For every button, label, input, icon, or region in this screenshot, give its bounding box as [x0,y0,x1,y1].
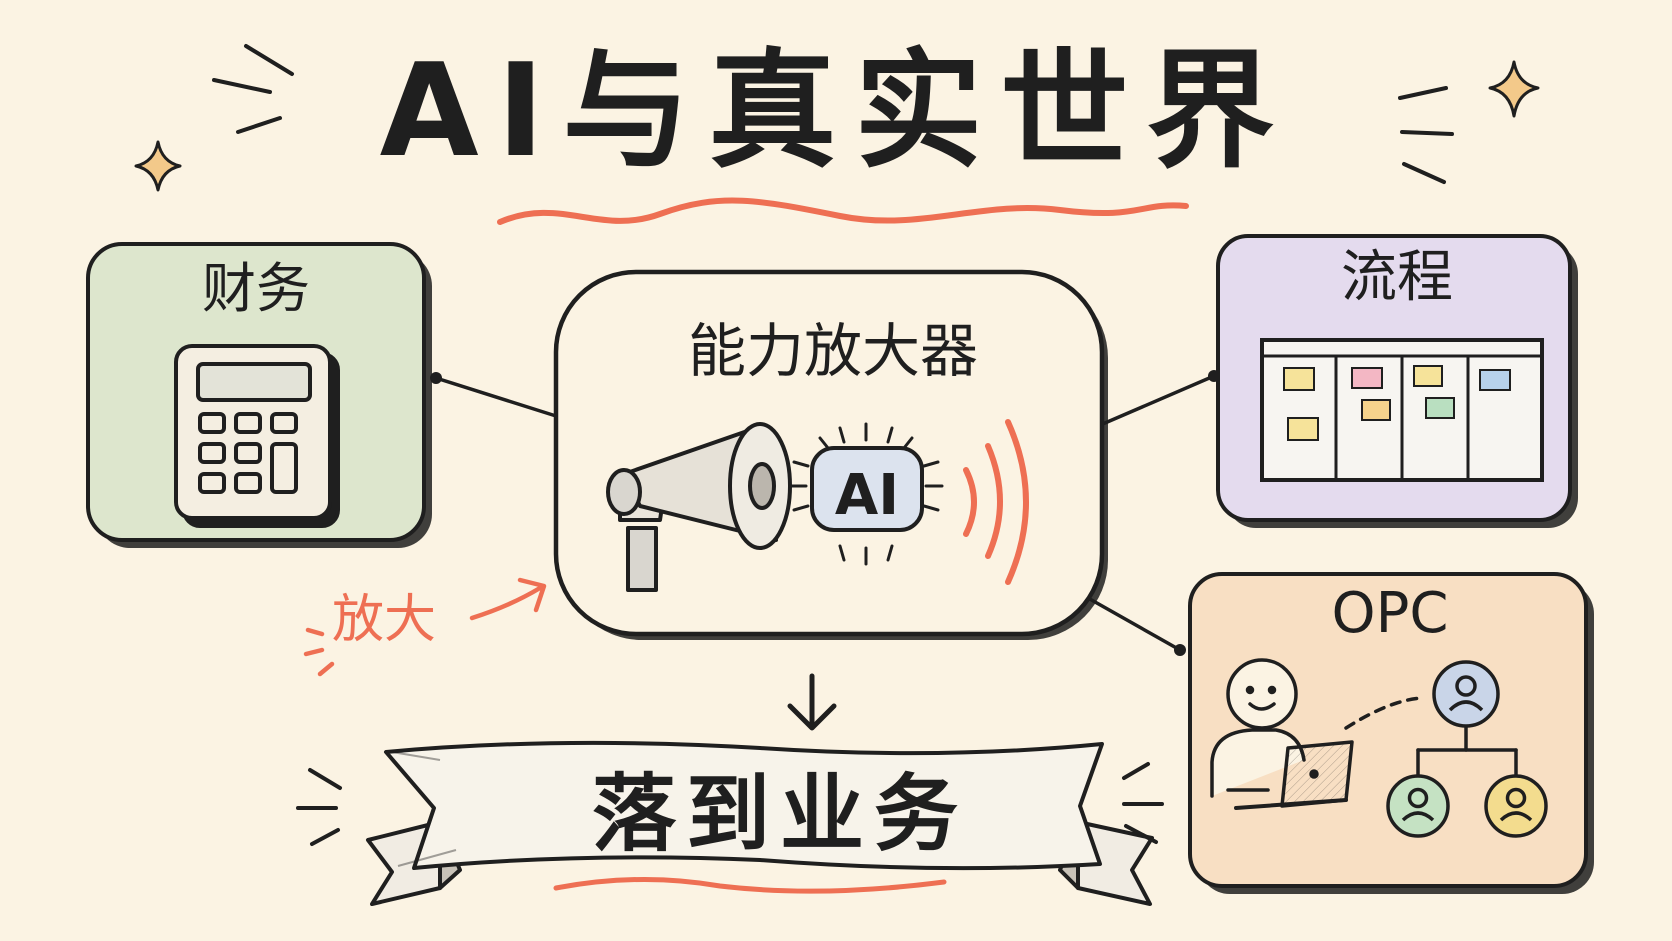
page-title: AI与真实世界 [379,37,1293,186]
person-laptop-team-icon [1210,658,1518,810]
banner-underline [553,876,947,894]
megaphone-icon [606,422,792,592]
kanban-board-icon [1260,338,1544,482]
user-avatar-icon [1484,774,1548,838]
sparkle-icon [1488,60,1540,118]
amplify-note: 放大 [332,590,437,650]
ai-chip-icon [788,422,944,566]
finance-label: 财务 [202,257,310,320]
ai-chip-label: AI [834,463,900,528]
down-arrow-icon [787,673,837,731]
title-underline [497,197,1189,225]
amplify-note-decoration [303,577,547,677]
process-label: 流程 [1341,245,1453,310]
user-avatar-icon [1432,660,1500,728]
sound-waves [963,419,1029,585]
amplifier-label: 能力放大器 [687,317,978,385]
sparkle-icon [134,140,182,192]
banner-label: 落到业务 [591,765,968,863]
ribbon-banner [366,740,1154,906]
user-avatar-icon [1386,774,1450,838]
opc-label: OPC [1331,581,1449,646]
connector-dots [430,370,1220,656]
connector-lines [434,374,1216,652]
title-decorations [212,44,1454,184]
calculator-icon [174,344,340,528]
banner-decorations [296,762,1164,846]
